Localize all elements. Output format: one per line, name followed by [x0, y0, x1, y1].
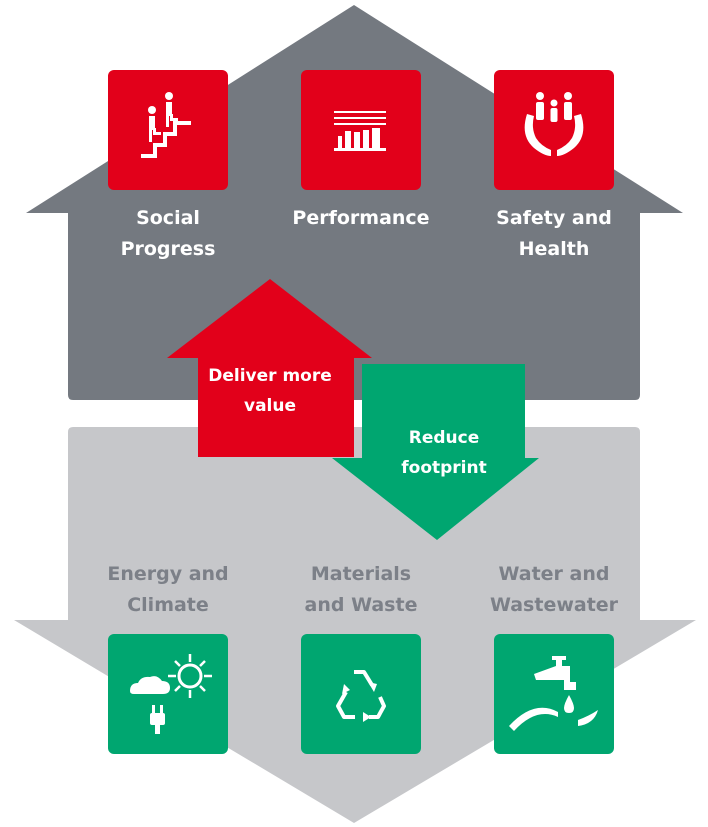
deliver-value-label: Deliver more value [208, 366, 332, 416]
materials-waste-tile [301, 634, 421, 754]
hands-people-icon [524, 92, 584, 156]
safety-health-tile [494, 70, 614, 190]
sun-cloud-plug-icon [130, 654, 212, 734]
social-progress-label: Social Progress [120, 207, 216, 260]
energy-climate-tile [108, 634, 228, 754]
performance-tile [301, 70, 421, 190]
water-wastewater-tile [494, 634, 614, 754]
safety-health-label: Safety and Health [496, 207, 612, 260]
stairs-people-icon [141, 92, 191, 158]
performance-label: Performance [292, 207, 430, 229]
water-tap-icon [509, 656, 598, 731]
water-wastewater-label: Water and Wastewater [489, 563, 619, 616]
bar-chart-icon [334, 111, 386, 151]
materials-waste-label: Materials and Waste [304, 563, 418, 616]
social-progress-tile [108, 70, 228, 190]
energy-climate-label: Energy and Climate [107, 563, 229, 616]
recycle-icon [336, 670, 386, 722]
reduce-footprint-label: Reduce footprint [401, 428, 487, 478]
